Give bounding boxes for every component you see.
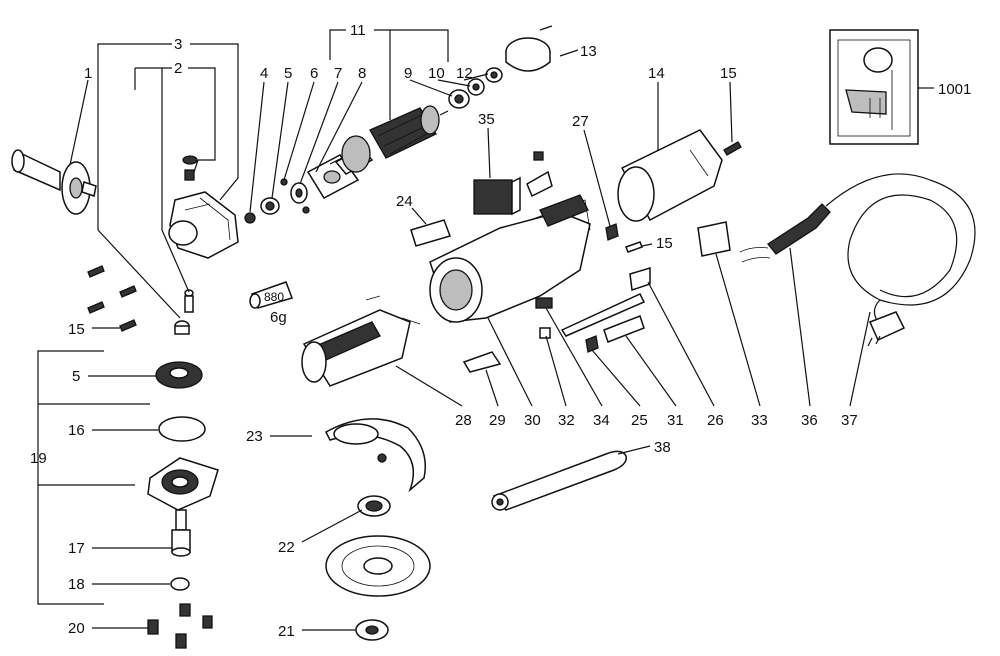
callout-21: 21 (278, 623, 295, 640)
o-ring (158, 416, 206, 442)
callout-9: 9 (404, 65, 412, 82)
callout-4: 4 (260, 65, 268, 82)
label-29 (462, 351, 502, 373)
motor-housing (429, 194, 591, 323)
motor-housing-cover (617, 129, 723, 222)
spindle-lock-pin (174, 289, 194, 335)
callout-26: 26 (707, 412, 724, 429)
leader-lines (37, 29, 934, 631)
callout-13: 13 (580, 43, 597, 60)
spanner-wrench (491, 450, 627, 511)
screws-15-left (87, 265, 137, 332)
callout-2: 2 (174, 60, 182, 77)
callout-33: 33 (751, 412, 768, 429)
callout-16: 16 (68, 422, 85, 439)
callout-10: 10 (428, 65, 445, 82)
callout-15-top: 15 (720, 65, 737, 82)
callout-23: 23 (246, 428, 263, 445)
callout-32: 32 (558, 412, 575, 429)
callout-24: 24 (396, 193, 413, 210)
screw-15-top (723, 141, 742, 156)
small-parts-4-8 (244, 154, 360, 224)
screw-15-middle (625, 241, 643, 253)
callout-17: 17 (68, 540, 85, 557)
callout-25: 25 (631, 412, 648, 429)
callout-34: 34 (593, 412, 610, 429)
callout-37: 37 (841, 412, 858, 429)
switch-35 (473, 151, 553, 216)
callout-1: 1 (84, 65, 92, 82)
callout-29: 29 (489, 412, 506, 429)
label-33 (697, 221, 731, 257)
callout-28: 28 (455, 412, 472, 429)
knob-part-2 (182, 155, 198, 181)
flange-22 (357, 495, 391, 517)
callout-20: 20 (68, 620, 85, 637)
callout-numbers: 1 2 3 4 5 6 7 8 9 10 11 12 13 14 15 27 1… (30, 22, 971, 640)
callout-35: 35 (478, 111, 495, 128)
side-handle (11, 149, 97, 215)
bevel-gear (155, 361, 203, 389)
wheel-guard (325, 418, 426, 493)
callout-27: 27 (572, 113, 589, 130)
callout-6: 6 (310, 65, 318, 82)
callout-15-middle: 15 (656, 235, 673, 252)
gear-housing (168, 191, 239, 259)
callout-8: 8 (358, 65, 366, 82)
callout-18: 18 (68, 576, 85, 593)
callout-5-top: 5 (284, 65, 292, 82)
grease-weight-label: 6g (270, 309, 287, 326)
callout-3: 3 (174, 36, 182, 53)
power-cord (739, 173, 976, 347)
spindle (171, 509, 191, 557)
callout-12: 12 (456, 65, 473, 82)
grease-tube (249, 281, 293, 309)
callout-38: 38 (654, 439, 671, 456)
bearing-cap (505, 25, 553, 72)
bearings (448, 67, 503, 109)
grease-label-880: 880 (264, 290, 284, 304)
stator (301, 295, 421, 387)
callout-1001: 1001 (938, 81, 971, 98)
callout-14: 14 (648, 65, 665, 82)
small-ring (170, 577, 190, 591)
inset-box-1001 (829, 29, 919, 145)
clamping-nut-21 (355, 619, 389, 641)
callout-7: 7 (334, 65, 342, 82)
callout-19: 19 (30, 450, 47, 467)
parts-26-34 (535, 266, 651, 353)
screws-20 (147, 603, 213, 649)
armature (329, 105, 449, 175)
callout-30: 30 (524, 412, 541, 429)
callout-22: 22 (278, 539, 295, 556)
callout-5-lower: 5 (72, 368, 80, 385)
callout-31: 31 (667, 412, 684, 429)
label-24 (410, 219, 451, 247)
callout-36: 36 (801, 412, 818, 429)
grinding-disc (325, 535, 431, 597)
part-27 (605, 223, 619, 241)
callout-15-left: 15 (68, 321, 85, 338)
callout-11: 11 (350, 22, 366, 39)
flange-housing (147, 457, 219, 511)
